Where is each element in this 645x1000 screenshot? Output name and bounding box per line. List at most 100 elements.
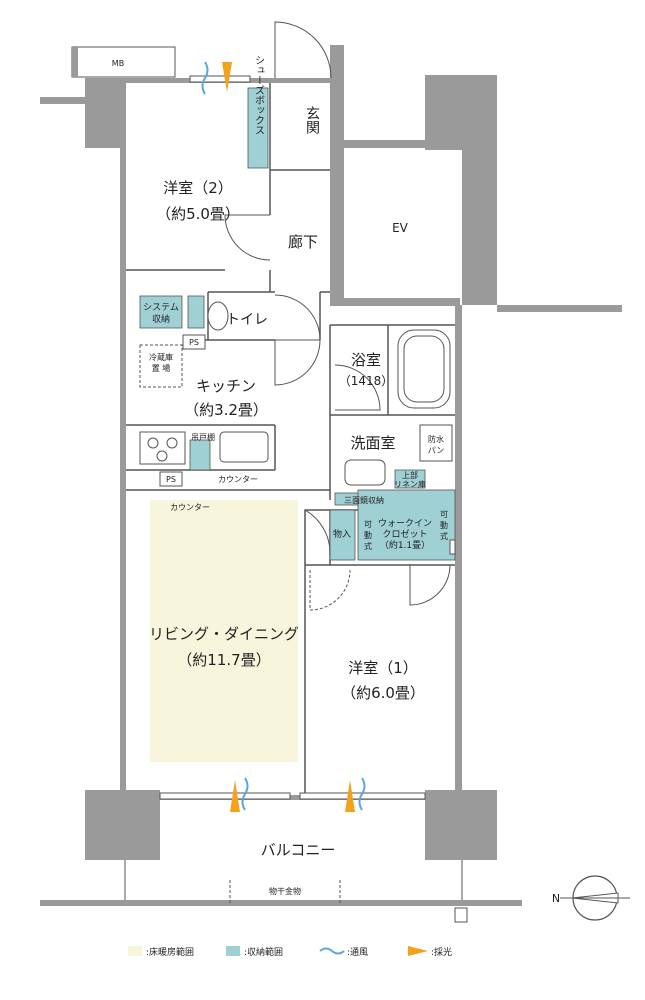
kitchen-cabinet-area (189, 439, 211, 471)
counter-label-1: カウンター (218, 475, 258, 484)
walls (40, 45, 622, 923)
legend-label-floor-heating: :床暖房範囲 (146, 946, 194, 958)
legend-label-wind: :通風 (347, 947, 368, 958)
living-door (309, 569, 351, 611)
room2-size: （約5.0畳） (156, 205, 240, 223)
counter-label-2: カウンター (170, 503, 210, 512)
balcony-label: バルコニー (261, 841, 336, 859)
three-shelf-label: 三面鏡収納 (344, 495, 384, 505)
ev-left-wall (330, 45, 344, 305)
storage-room-area (329, 509, 356, 561)
living-name: リビング・ダイニング (149, 625, 299, 643)
balcony-rail (40, 900, 522, 906)
right-wall (455, 305, 462, 800)
left-strip (40, 97, 85, 104)
linen-label-2: リネン庫 (394, 479, 426, 489)
entrance-label: 玄関 (304, 105, 320, 135)
wic-label-3: （約1.1畳） (380, 539, 430, 551)
light-icon (222, 62, 232, 92)
bottom-wall (160, 795, 425, 800)
bath-name: 浴室 (351, 351, 381, 369)
wind-icon (201, 61, 209, 95)
movable-label-1b: 動 (364, 531, 372, 540)
legend: :床暖房範囲 :収納範囲 :通風 :採光 (128, 946, 452, 958)
room1-size: （約6.0畳） (341, 684, 425, 702)
legend-swatch-floor-heating (128, 946, 142, 956)
toilet-bowl (207, 301, 229, 331)
toilet-shelf-area (187, 295, 205, 329)
wic-label-2: クロゼット (382, 528, 427, 540)
fridge-place (139, 344, 183, 388)
kitchen-name: キッチン (196, 377, 256, 395)
entrance-door (274, 21, 332, 79)
waterproof-pan (419, 424, 453, 462)
wic-area (357, 489, 456, 561)
wind-icon (358, 777, 366, 811)
right-top-strip (497, 305, 622, 312)
ev-label: EV (392, 221, 409, 235)
system-storage-label-2: 収納 (152, 313, 170, 325)
light-icon (408, 946, 428, 956)
bath-size: （1418） (339, 374, 394, 388)
floor-heating-area (150, 500, 298, 762)
washbasin (344, 459, 386, 486)
mb-label: MB (112, 59, 124, 68)
wind-icon (319, 947, 345, 955)
legend-label-storage: :収納範囲 (244, 946, 283, 958)
column-bottom-right (425, 790, 497, 860)
system-storage-label-1: システム (143, 302, 179, 313)
column-top-left (85, 78, 125, 148)
mb-box (71, 46, 176, 78)
column-bottom-left (85, 790, 160, 860)
ps-box-1 (182, 334, 206, 350)
legend-swatch-storage (226, 946, 240, 956)
left-wall (120, 78, 126, 798)
movable-label-1c: 式 (364, 541, 372, 551)
corridor-label: 廊下 (288, 233, 318, 251)
fridge-label-1: 冷蔵庫 (149, 352, 173, 362)
kitchen-sink (219, 431, 269, 463)
storage-label: 物入 (333, 528, 351, 540)
light-icon (230, 780, 240, 812)
airflow-markers (201, 61, 366, 812)
kitchen-door (274, 339, 321, 386)
storage-door (304, 509, 331, 560)
kitchen-size: （約3.2畳） (184, 401, 268, 419)
ps-label-2: PS (166, 475, 176, 484)
ps-box-3 (449, 539, 456, 555)
living-size: （約11.7畳） (177, 651, 270, 669)
ev-bottom-wall (330, 298, 460, 306)
movable-label-2b: 動 (440, 521, 448, 530)
storage-areas (139, 87, 456, 561)
fixtures (139, 301, 456, 555)
labels: MB シューズボックス 玄関 洋室（2） （約5.0畳） 廊下 EV システム … (112, 55, 560, 905)
toilet-door (274, 294, 321, 341)
bathtub-inner (403, 335, 445, 403)
hanging-cabinet-label: 吊戸棚 (191, 432, 215, 442)
linen-label-1: 上部 (402, 470, 418, 480)
compass (560, 875, 630, 921)
movable-label-2c: 式 (440, 531, 448, 541)
system-storage-area (139, 295, 183, 329)
mb-box-wall (72, 47, 78, 77)
wic-label-1: ウォークイン (378, 518, 432, 529)
room2-name: 洋室（2） (163, 179, 233, 197)
balcony-post (454, 907, 468, 923)
ev-top-wall (344, 140, 462, 148)
ps-box-2 (159, 471, 183, 487)
movable-label-1a: 可 (364, 520, 372, 529)
light-icon (345, 780, 355, 812)
room1-name: 洋室（1） (348, 659, 418, 677)
washroom-label: 洗面室 (350, 434, 395, 452)
movable-label-2a: 可 (440, 510, 448, 519)
toilet-label: トイレ (226, 312, 268, 328)
column-top-right (425, 75, 497, 150)
bath-door (334, 364, 381, 411)
waterproof-pan-label-1: 防水 (428, 434, 444, 444)
waterproof-pan-label-2: パン (428, 446, 444, 455)
doors (224, 21, 451, 611)
shoe-box-area (247, 87, 269, 169)
north-label: N (552, 892, 560, 905)
right-column-shaft (462, 140, 497, 305)
